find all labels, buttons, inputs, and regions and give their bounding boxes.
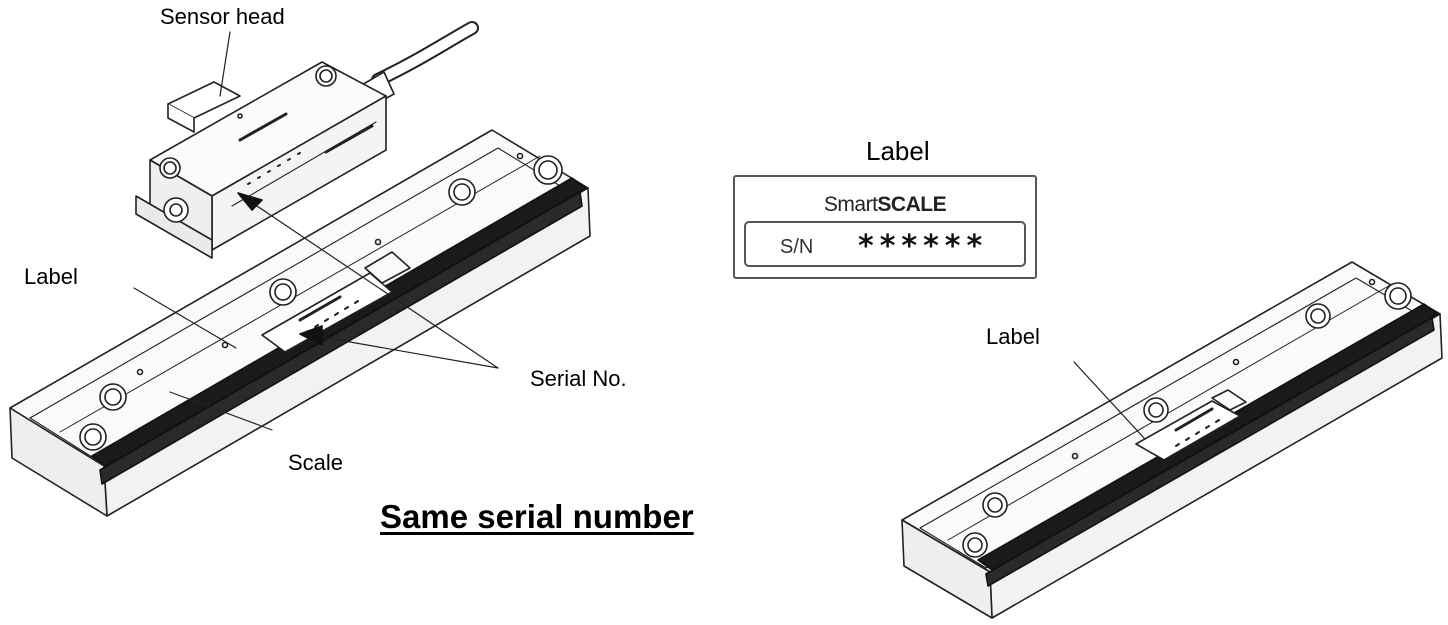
scale-label-plate	[1135, 400, 1241, 461]
screw-icon	[269, 278, 297, 306]
arrowhead-icon	[237, 192, 323, 346]
serial-number-value: ******	[858, 229, 989, 264]
screw-icon	[99, 383, 127, 411]
screw-icon	[79, 423, 107, 451]
callout-serial-no: Serial No.	[530, 366, 627, 391]
screw-icon	[533, 155, 563, 185]
screw-icon	[448, 178, 476, 206]
scale-label-plate	[261, 272, 393, 353]
serial-number-key: S/N	[780, 236, 814, 258]
brand-logo-light: Smart	[823, 193, 878, 216]
screw-icon	[1305, 303, 1331, 329]
brand-logo-bold: SCALE	[877, 193, 947, 216]
brand-logo: SmartSCALE	[735, 193, 1035, 217]
leader-lines	[133, 31, 1145, 439]
callout-label-left: Label	[24, 264, 78, 289]
screw-icon	[1143, 397, 1169, 423]
callout-label-right: Label	[986, 324, 1040, 349]
right-scale-unit	[901, 261, 1443, 619]
screw-icon	[1384, 282, 1412, 310]
screw-icon	[982, 492, 1008, 518]
label-detail-title: Label	[866, 136, 930, 166]
callout-scale: Scale	[288, 450, 344, 475]
sensor-head	[135, 21, 479, 259]
screw-icon	[962, 532, 988, 558]
serial-number-box: S/N ******	[744, 221, 1026, 267]
serial-label-card: SmartSCALE S/N ******	[733, 175, 1037, 279]
callout-sensor-head: Sensor head	[160, 4, 285, 29]
headline-same-serial-number: Same serial number	[380, 498, 694, 535]
